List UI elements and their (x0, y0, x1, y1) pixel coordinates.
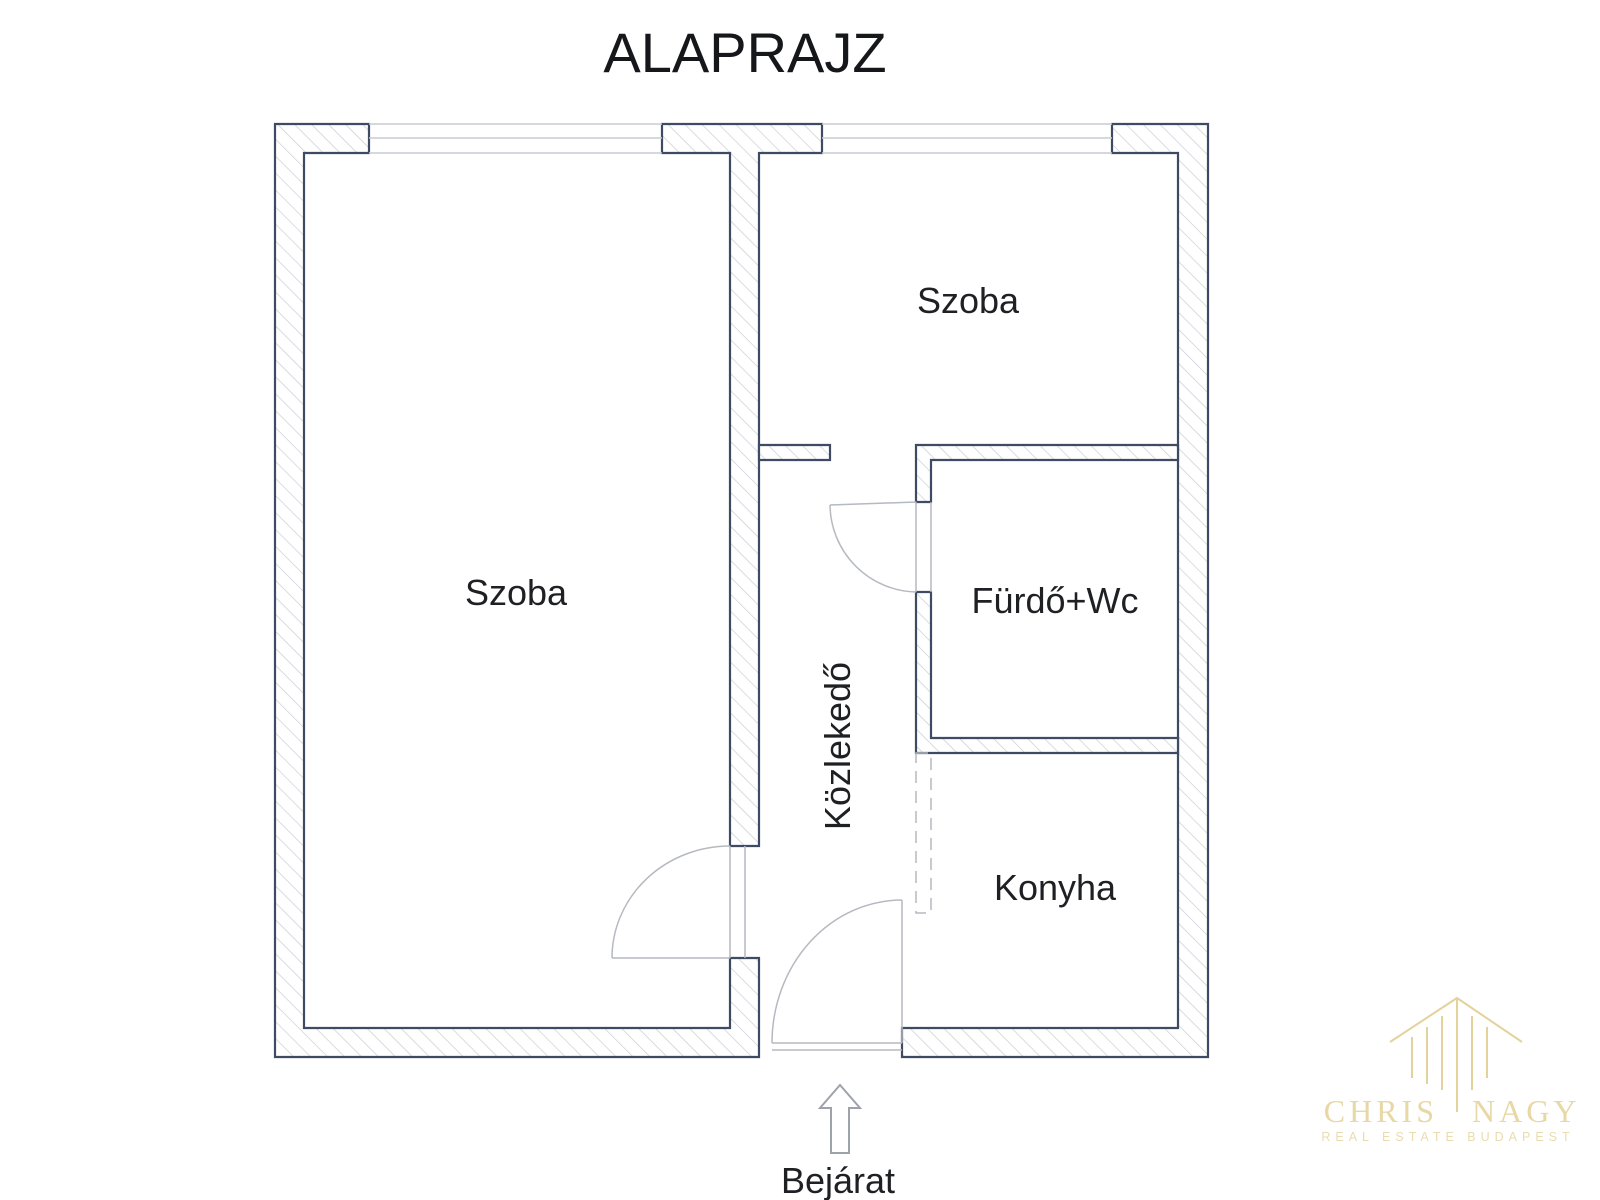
windows (369, 123, 1112, 154)
bathroom-wall (914, 443, 1180, 504)
walls (273, 122, 1210, 1059)
room-label-bathroom: Fürdő+Wc (971, 580, 1138, 621)
brand-tagline: REAL ESTATE BUDAPEST (1321, 1130, 1574, 1144)
plan-title: ALAPRAJZ (603, 21, 886, 84)
house-logo-icon (1389, 996, 1523, 1112)
doors (611, 501, 932, 1051)
room-label-hallway: Közlekedő (817, 662, 858, 830)
brand-logo: CHRIS NAGY REAL ESTATE BUDAPEST (1321, 996, 1580, 1144)
brand-name-right: NAGY (1472, 1093, 1580, 1129)
room-label-kitchen: Konyha (994, 867, 1117, 908)
brand-name-left: CHRIS (1324, 1093, 1438, 1129)
top-wall-center (660, 122, 824, 848)
room-label-left-szoba: Szoba (465, 572, 568, 613)
partition-stub (757, 443, 832, 462)
outer-wall-left-segment (273, 122, 761, 1059)
entrance-arrow-icon (817, 1083, 863, 1154)
entrance-label: Bejárat (781, 1160, 895, 1200)
room-label-top-right-szoba: Szoba (917, 280, 1020, 321)
